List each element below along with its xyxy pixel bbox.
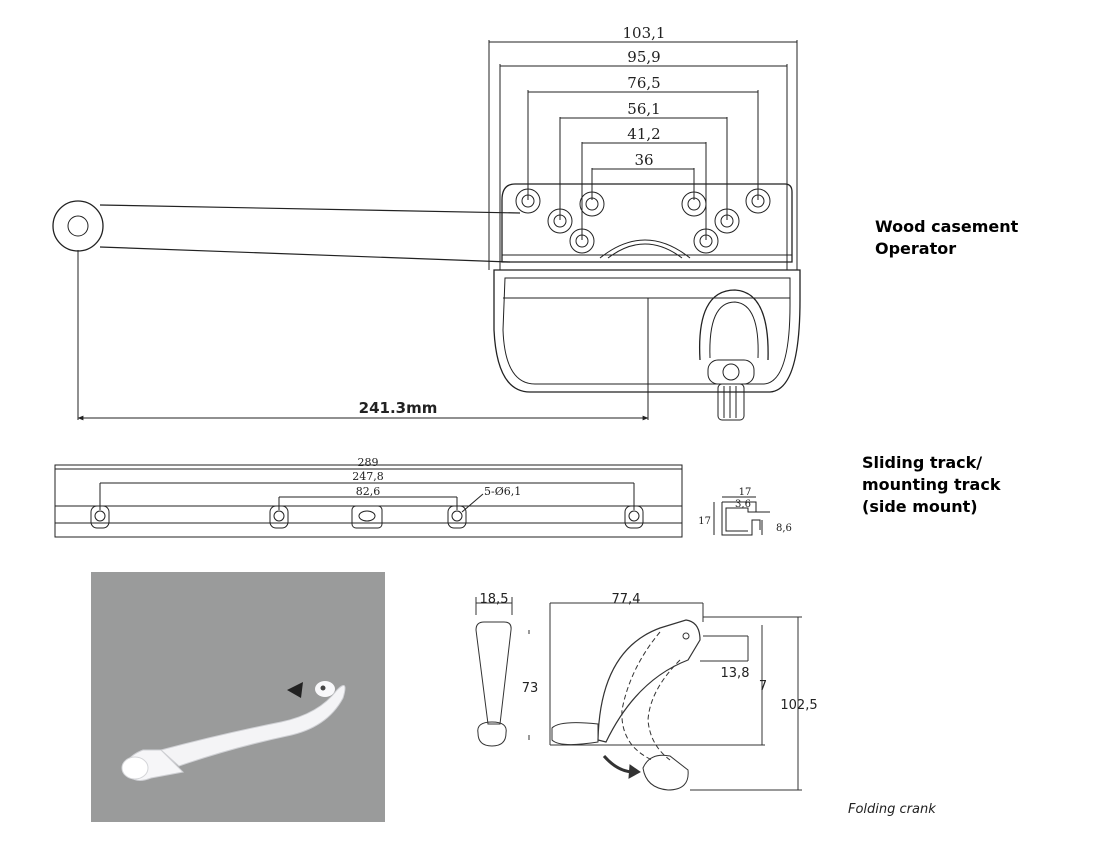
dim-crank-77-4: 77,4 <box>612 592 641 607</box>
dim-profile-17-top: 17 <box>739 487 752 498</box>
dim-track-holes: 5-Ø6,1 <box>484 485 521 498</box>
dim-profile-17-side: 17 <box>698 516 711 527</box>
operator-label-line1: Wood casement <box>875 217 1019 236</box>
dim-crank-7: 7 <box>759 679 767 694</box>
operator-drawing <box>52 40 801 421</box>
folding-crank-caption: Folding crank <box>848 802 936 817</box>
dim-36: 36 <box>634 151 653 169</box>
dim-103-1: 103,1 <box>623 24 666 42</box>
dim-profile-8-6: 8,6 <box>776 523 792 534</box>
dim-crank-102-5: 102,5 <box>780 698 817 713</box>
operator-label-line2: Operator <box>875 239 957 258</box>
dim-profile-3-6: 3,6 <box>735 499 751 510</box>
track-label: Sliding track/ mounting track (side moun… <box>862 452 1000 518</box>
track-label-line3: (side mount) <box>862 497 978 516</box>
dim-56-1: 56,1 <box>627 100 660 118</box>
dim-crank-18-5: 18,5 <box>480 592 509 607</box>
dim-41-2: 41,2 <box>627 125 660 143</box>
folding-crank-photo <box>91 572 385 822</box>
crank-front-view <box>475 597 530 747</box>
track-drawing <box>54 464 770 538</box>
dim-arm-length: 241.3mm <box>359 399 438 417</box>
track-label-line1: Sliding track/ <box>862 453 983 472</box>
operator-label: Wood casement Operator <box>875 216 1018 260</box>
crank-side-view <box>549 602 802 791</box>
dim-crank-13-8: 13,8 <box>721 666 750 681</box>
dim-76-5: 76,5 <box>627 74 660 92</box>
crank-photo-image <box>121 681 346 781</box>
track-label-line2: mounting track <box>862 475 1001 494</box>
dim-track-289: 289 <box>358 456 379 469</box>
dim-crank-73: 73 <box>522 681 539 696</box>
dim-track-82-6: 82,6 <box>356 485 381 498</box>
dim-track-247-8: 247,8 <box>352 470 384 483</box>
dim-95-9: 95,9 <box>627 48 660 66</box>
